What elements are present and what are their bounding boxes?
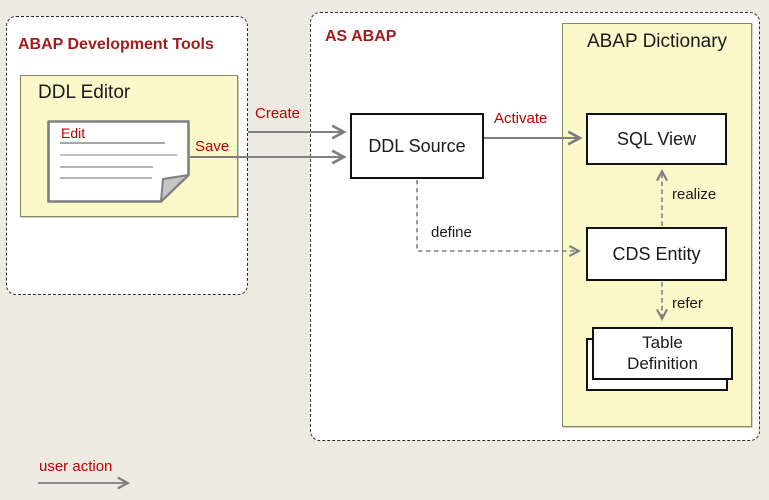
sql-view-node: SQL View — [586, 113, 727, 165]
ddl-source-node: DDL Source — [350, 113, 484, 179]
activate-arrow-label: Activate — [494, 110, 548, 127]
cds-entity-label: CDS Entity — [612, 243, 701, 264]
define-arrow — [416, 180, 581, 257]
refer-arrow-label: refer — [672, 295, 703, 312]
sql-view-label: SQL View — [616, 128, 697, 149]
note-folded-corner — [160, 174, 190, 203]
panel-title-abap-development-tools: ABAP Development Tools — [18, 36, 214, 53]
table-definition-label: Table Definition — [627, 333, 698, 373]
realize-arrow-label: realize — [672, 186, 717, 203]
note-edit-label: Edit — [61, 125, 86, 141]
create-arrow-label: Create — [255, 105, 301, 122]
cds-entity-node: CDS Entity — [586, 227, 727, 281]
abap-dictionary-title: ABAP Dictionary — [586, 31, 728, 52]
save-arrow-label: Save — [195, 138, 230, 155]
table-definition-node: Table Definition — [592, 327, 733, 380]
define-arrow-label: define — [431, 224, 472, 241]
user-action-legend-label: user action — [39, 458, 113, 475]
note-ruled-lines — [60, 142, 177, 179]
panel-title-as-abap: AS ABAP — [325, 28, 397, 45]
ddl-source-label: DDL Source — [368, 135, 466, 156]
ddl-editor-title: DDL Editor — [38, 82, 131, 103]
document-note-icon — [47, 120, 190, 203]
